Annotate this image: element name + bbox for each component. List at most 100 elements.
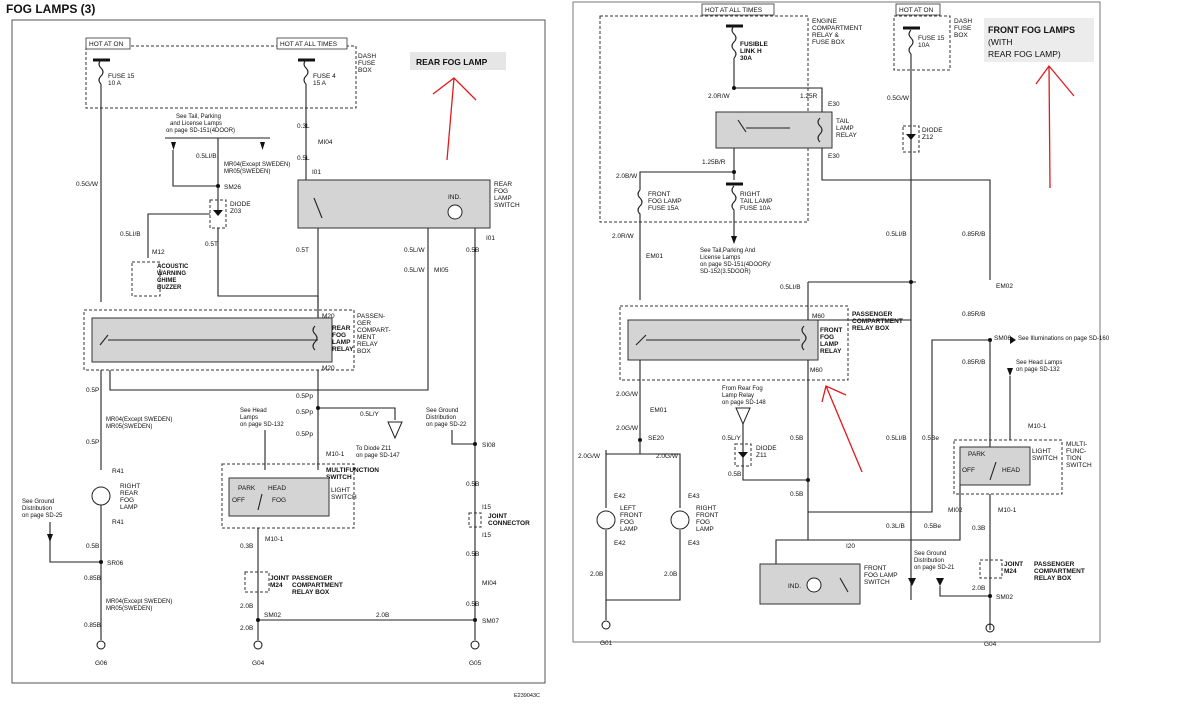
w-20rw: 2.0R/W — [708, 93, 731, 100]
m10-1-b-r: M10-1 — [998, 507, 1017, 514]
dash-fuse-r-2: FUSE — [954, 25, 972, 32]
wire-mi02 — [808, 339, 990, 513]
hot-at-on-label: HOT AT ON — [89, 41, 124, 48]
left-panel-frame — [11, 19, 546, 684]
to-diode-arrow-icon — [387, 421, 403, 440]
w-20rw-b: 2.0R/W — [612, 233, 635, 240]
wire-buzzer — [147, 213, 210, 258]
mi02-label: MI02 — [948, 507, 963, 514]
see-ground-r-1: See Ground — [914, 551, 946, 557]
rear-relay-4: RELAY — [332, 346, 354, 353]
rffl-3: FOG — [696, 519, 710, 526]
see-tail-1: See Tail, Parking — [176, 114, 221, 120]
pcrb-r-1: PASSENGER — [852, 311, 893, 318]
ground-ref-arrow-r1 — [908, 578, 916, 586]
w-05lib-a: 0.5LI/B — [196, 153, 217, 160]
mi04-b: MI04 — [482, 580, 497, 587]
w-05ly-label: 0.5L/Y — [360, 411, 379, 418]
fuse15-element — [98, 59, 104, 85]
w-085rb-b: 0.85R/B — [962, 311, 986, 318]
fusible-splice — [732, 86, 736, 90]
engine-box-4: FUSE BOX — [812, 39, 846, 46]
see-tail-2: and License Lamps — [170, 121, 222, 127]
multi-switch-2: SWITCH — [326, 474, 352, 481]
to-diode-1: To Diode Z11 — [356, 446, 392, 452]
multifunction-switch-box — [221, 463, 355, 529]
relay-splice — [732, 170, 736, 174]
diode-z03-label-1: DIODE — [230, 201, 251, 208]
dash-fuse-r-3: BOX — [954, 32, 968, 39]
diode-z03-label-2: Z03 — [230, 208, 242, 215]
mi04-label: MI04 — [318, 139, 333, 146]
front-switch-contact — [839, 577, 849, 593]
w-085b-b: 0.85B — [84, 622, 101, 629]
sm02-splice — [256, 618, 260, 622]
light-switch-lever-r — [989, 461, 997, 481]
sm07-label: SM07 — [482, 618, 499, 625]
hot-on-r: HOT AT ON — [899, 7, 934, 14]
w-085rb-a: 0.85R/B — [962, 231, 986, 238]
pcrb-r-3: RELAY BOX — [852, 325, 890, 332]
see-ground-b-3: on page SD-25 — [22, 513, 63, 519]
r41-a: R41 — [112, 468, 124, 475]
diode-z12-symbol — [906, 134, 916, 140]
light-switch-lever — [257, 493, 263, 511]
page-title: FOG LAMPS (3) — [6, 2, 95, 16]
engine-box-1: ENGINE — [812, 18, 838, 25]
relay-box-1: PASSEN- — [357, 313, 385, 320]
w-05b-e: 0.5B — [466, 601, 479, 608]
rtf-2: TAIL LAMP — [740, 198, 773, 205]
e42-b: E42 — [614, 540, 626, 547]
wire-e30-illum — [821, 148, 991, 280]
sw-park-r: PARK — [968, 451, 986, 458]
fuse15-r-2: 10A — [918, 42, 930, 49]
relay-box-5: RELAY — [357, 341, 378, 348]
tail-lamp-relay — [715, 111, 833, 149]
passenger-relay-box-r — [619, 305, 849, 381]
w-05pp-c: 0.5Pp — [296, 431, 313, 438]
see-head-1: See Head — [240, 408, 267, 414]
mr04-b: MR04(Except SWEDEN) — [106, 417, 172, 423]
i20-label: I20 — [846, 543, 855, 550]
light-switch-2: SWITCH — [331, 494, 357, 501]
see-tail-3: on page SD-151(4DOOR) — [166, 128, 235, 134]
tail-relay-contact — [737, 119, 790, 133]
see-tail-r-4: SD-152(3.5DOOR) — [700, 269, 751, 275]
engine-box-2: COMPARTMENT — [812, 25, 862, 32]
fusible-1: FUSIBLE — [740, 41, 768, 48]
w-05p-b: 0.5P — [86, 439, 99, 446]
right-panel: HOT AT ALL TIMES ENGINE COMPARTMENT RELA… — [572, 1, 1110, 648]
w-20b-c-r: 2.0B — [972, 585, 985, 592]
diagram-code: E239043C — [514, 693, 540, 699]
buzzer-1: ACOUSTIC — [157, 264, 189, 270]
buzzer-3: CHIME — [157, 278, 176, 284]
w-20gw-b: 2.0G/W — [616, 425, 639, 432]
w-20gw-d: 2.0G/W — [656, 453, 679, 460]
m20-b: M20 — [322, 365, 335, 372]
tail-relay-1: TAIL — [836, 118, 850, 125]
w-03lib: 0.3L/B — [886, 523, 905, 530]
wire-sm26 — [172, 150, 218, 187]
m12-label: M12 — [152, 249, 165, 256]
front-relay-2: FOG — [820, 334, 834, 341]
em02-label: EM02 — [996, 283, 1013, 290]
pcrb-b-2: COMPARTMENT — [1034, 568, 1085, 575]
w-03b: 0.3B — [240, 543, 253, 550]
mi05-label: MI05 — [434, 267, 449, 274]
w-05b-c-r: 0.5B — [790, 491, 803, 498]
wire-sm02-r — [939, 586, 990, 597]
hot-at-on-tag-r — [895, 3, 941, 16]
multi-r-4: SWITCH — [1066, 462, 1092, 469]
g06-ground-icon — [96, 640, 106, 650]
see-ground-b-1: See Ground — [22, 499, 54, 505]
dash-fuse-box — [85, 45, 357, 109]
m60-a: M60 — [812, 313, 825, 320]
mr05-a: MR05(SWEDEN) — [224, 169, 270, 175]
ffls-2: FOG LAMP — [864, 572, 898, 579]
diode-z12-box — [902, 125, 920, 153]
ind-r: IND. — [788, 583, 801, 590]
wire-fog-lamps — [605, 440, 681, 508]
diode-z12-1: DIODE — [922, 127, 943, 134]
see-ground-b-2: Distribution — [22, 506, 52, 512]
diode-z11-symbol — [738, 452, 748, 458]
